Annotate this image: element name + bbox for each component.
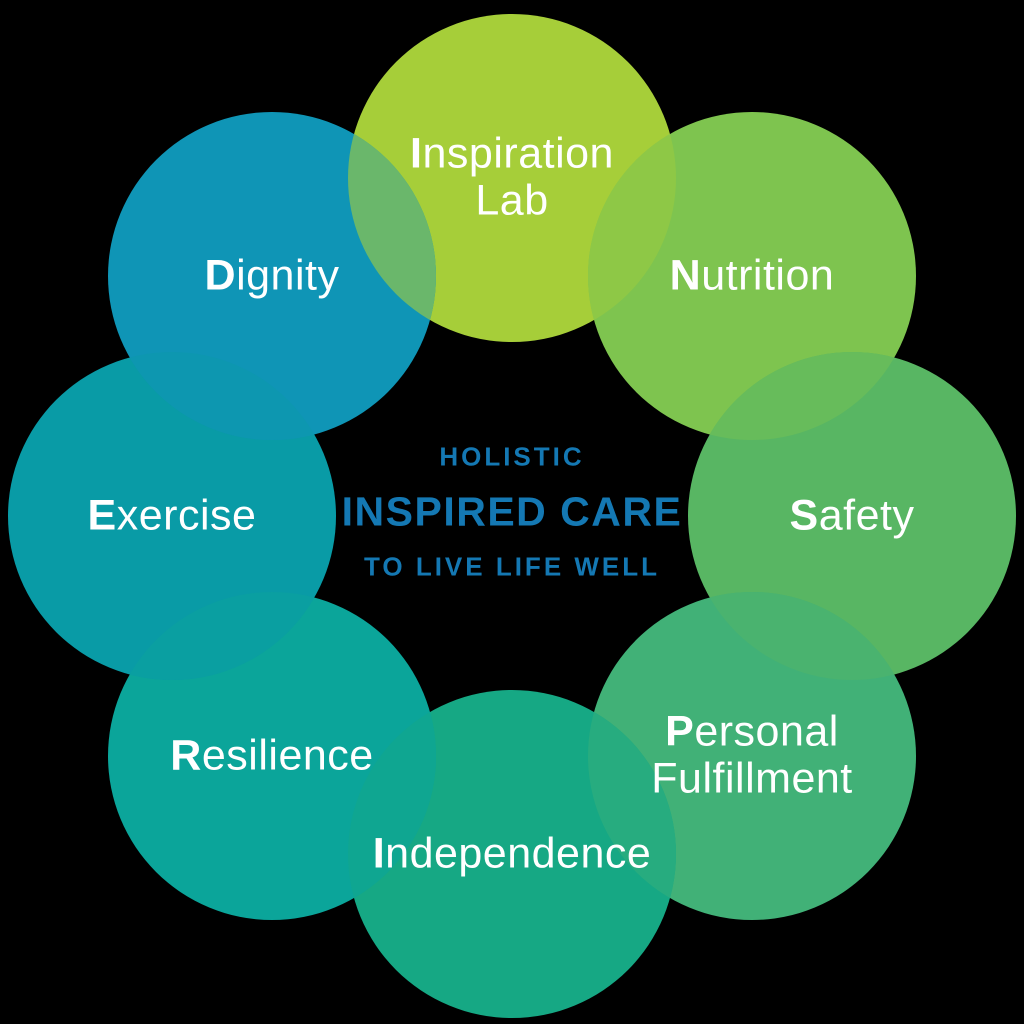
overlap-inspiration-lab-nutrition [588,112,676,342]
overlap-independence-resilience [348,690,436,920]
overlap-safety-personal-fulfillment [688,592,916,680]
center-line-holistic: HOLISTIC [439,441,585,472]
overlap-dignity-inspiration-lab [348,112,436,342]
overlap-nutrition-safety [688,352,916,440]
overlap-exercise-dignity [108,352,336,440]
center-line-to-live-life-well: TO LIVE LIFE WELL [363,551,661,582]
overlap-resilience-exercise [108,592,336,680]
center-text: HOLISTIC INSPIRED CARE TO LIVE LIFE WELL [342,442,683,583]
overlap-personal-fulfillment-independence [588,690,676,920]
center-line-inspired-care: INSPIRED CARE [341,488,683,535]
